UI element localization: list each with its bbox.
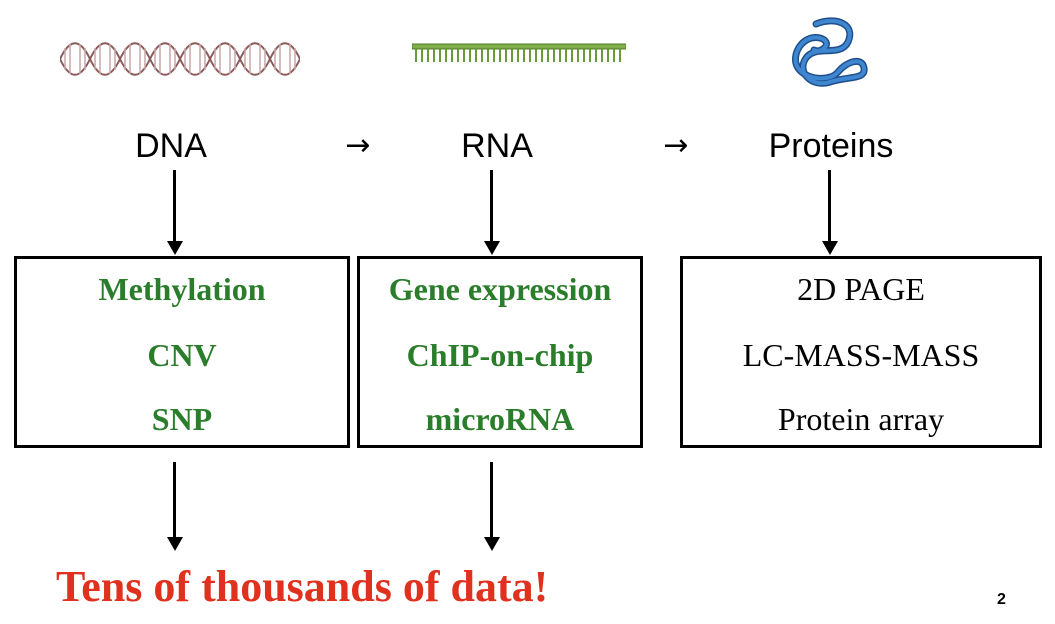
dna-helix-icon [60, 42, 300, 76]
method-2d-page: 2D PAGE [797, 271, 925, 307]
rna-strand-icon [412, 43, 626, 62]
method-cnv: CNV [147, 337, 217, 373]
arrow-dna-to-footer-line [173, 462, 176, 538]
arrow-rna-down-head [484, 241, 500, 255]
method-gene-expression: Gene expression [388, 271, 612, 307]
header-proteins: Proteins [768, 127, 894, 165]
flow-arrow-1: → [345, 128, 371, 163]
header-rna: RNA [461, 127, 533, 165]
method-microrna: microRNA [425, 401, 575, 437]
method-lc-mass-mass: LC-MASS-MASS [742, 337, 980, 373]
arrow-rna-to-footer-head [484, 537, 500, 551]
box-rna-methods: Gene expression ChIP-on-chip microRNA [357, 256, 643, 448]
box-protein-methods: 2D PAGE LC-MASS-MASS Protein array [680, 256, 1042, 448]
arrow-proteins-down-line [828, 170, 831, 242]
arrow-dna-to-footer-head [167, 537, 183, 551]
protein-fold-icon [792, 17, 868, 87]
arrow-rna-down-line [490, 170, 493, 242]
page-number: 2 [997, 591, 1006, 608]
method-snp: SNP [151, 401, 213, 437]
method-protein-array: Protein array [777, 401, 945, 437]
method-chip-on-chip: ChIP-on-chip [406, 337, 594, 373]
header-dna: DNA [135, 127, 207, 165]
arrow-proteins-down-head [822, 241, 838, 255]
arrow-rna-to-footer-line [490, 462, 493, 538]
box-dna-methods: Methylation CNV SNP [14, 256, 350, 448]
arrow-dna-down-line [173, 170, 176, 242]
flow-arrow-2: → [663, 128, 689, 163]
arrow-dna-down-head [167, 241, 183, 255]
footer-statement: Tens of thousands of data! [56, 562, 549, 611]
method-methylation: Methylation [98, 271, 266, 307]
